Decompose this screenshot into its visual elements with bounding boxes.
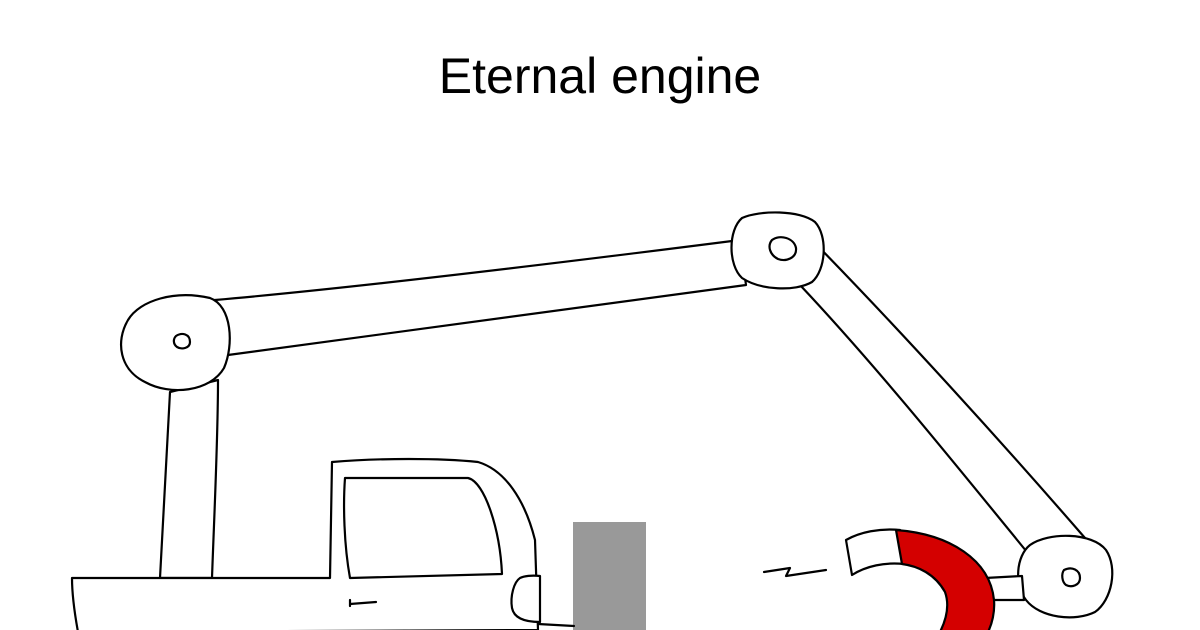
gray-block <box>573 522 646 630</box>
door-handle <box>348 598 378 608</box>
support-post <box>158 378 220 580</box>
truck-bumper <box>536 622 576 628</box>
magnetic-spark <box>762 566 828 578</box>
top-pivot-pin <box>768 236 798 262</box>
magnet-tip <box>844 528 906 577</box>
upper-arm <box>213 238 748 357</box>
left-pivot-pin <box>172 332 192 350</box>
lower-arm <box>798 238 1087 570</box>
truck-window <box>342 476 504 580</box>
magnet-body <box>894 528 996 630</box>
drawing-title: Eternal engine <box>438 48 762 104</box>
headlight <box>510 574 542 624</box>
bottom-pivot-pin <box>1061 567 1082 588</box>
